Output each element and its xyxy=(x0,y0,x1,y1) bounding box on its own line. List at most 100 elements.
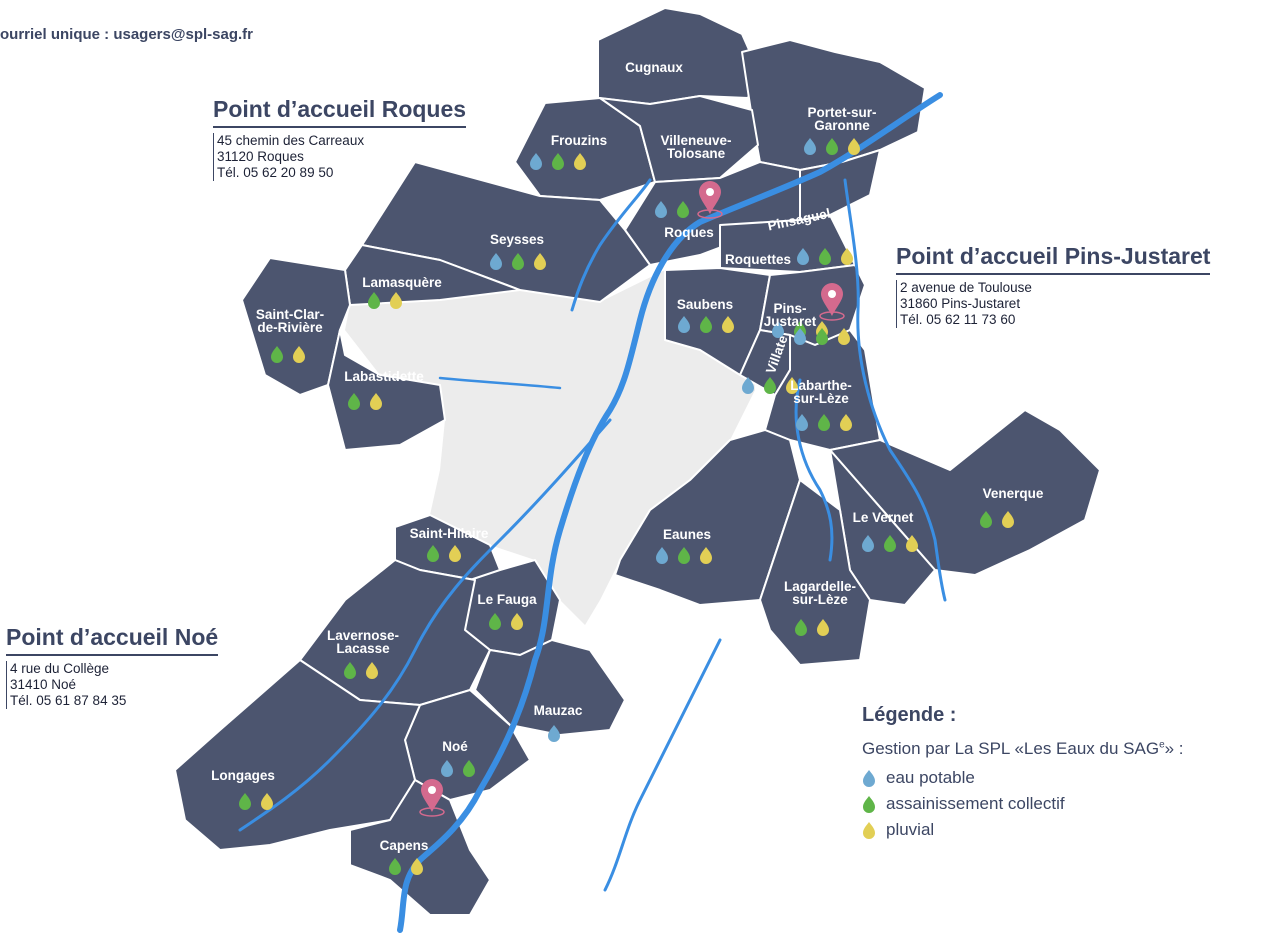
commune-label-saubens: Saubens xyxy=(677,297,733,312)
drop-icon xyxy=(390,292,402,309)
commune-venerque[interactable] xyxy=(829,409,1101,576)
drop-icon xyxy=(906,535,918,552)
drop-icon xyxy=(548,725,560,742)
location-pin-icon[interactable] xyxy=(697,181,723,219)
drop-icon xyxy=(764,377,776,394)
office-pins-phone[interactable]: Tél. 05 62 11 73 60 xyxy=(900,312,1016,327)
office-roques-phone[interactable]: Tél. 05 62 20 89 50 xyxy=(217,165,334,180)
commune-label-line: Capens xyxy=(380,838,429,853)
commune-label-line: Longages xyxy=(211,768,275,783)
drop-icon xyxy=(348,393,360,410)
drop-icon xyxy=(818,414,830,431)
drop-icon xyxy=(838,328,850,345)
drop-icon xyxy=(441,760,453,777)
commune-label-line: Garonne xyxy=(814,118,870,133)
office-roques-title: Point d’accueil Roques xyxy=(213,96,467,128)
commune-label-line: Mauzac xyxy=(534,703,583,718)
commune-label-le-vernet: Le Vernet xyxy=(853,510,914,525)
legend-label-eau: eau potable xyxy=(886,768,975,787)
office-pins-address-block: 2 avenue de Toulouse 31860 Pins-Justaret… xyxy=(896,280,1210,328)
commune-label-line: Labarthe- xyxy=(790,378,852,393)
drop-icon xyxy=(239,793,251,810)
drop-icon xyxy=(848,138,860,155)
legend-subtitle-sup: e xyxy=(1159,739,1165,751)
commune-label-frouzins: Frouzins xyxy=(551,133,607,148)
location-pin-icon[interactable] xyxy=(419,779,445,817)
drop-icon xyxy=(840,414,852,431)
commune-label-longages: Longages xyxy=(211,768,275,783)
commune-label-roquettes: Roquettes xyxy=(725,252,791,267)
drop-icon xyxy=(370,393,382,410)
drop-icon xyxy=(1002,511,1014,528)
drop-icon xyxy=(261,793,273,810)
location-pin-icon[interactable] xyxy=(819,283,845,321)
commune-label-line: Justaret xyxy=(764,314,817,329)
drop-icon xyxy=(552,153,564,170)
office-roques-city: 31120 Roques xyxy=(217,149,304,164)
commune-label-line: Tolosane xyxy=(667,146,726,161)
legend-subtitle: Gestion par La SPL «Les Eaux du SAGe» : xyxy=(862,739,1184,759)
drop-icon xyxy=(427,545,439,562)
commune-label-noe: Noé xyxy=(442,739,468,754)
river-network xyxy=(238,92,947,933)
commune-label-portet-sur-garonne: Portet-sur-Garonne xyxy=(807,105,876,133)
drop-icon xyxy=(512,253,524,270)
commune-label-roques: Roques xyxy=(664,225,714,240)
drop-icon xyxy=(490,253,502,270)
office-noe-title: Point d’accueil Noé xyxy=(6,624,219,656)
office-pins-title: Point d’accueil Pins-Justaret xyxy=(896,243,1211,275)
drop-icon xyxy=(368,292,380,309)
drop-icon xyxy=(489,613,501,630)
commune-label-line: Eaunes xyxy=(663,527,711,542)
legend-item-assainissement: assainissement collectif xyxy=(862,791,1184,817)
commune-lagardelle-sur-leze[interactable] xyxy=(759,479,871,666)
commune-label-line: Roquettes xyxy=(725,252,791,267)
commune-label-venerque: Venerque xyxy=(983,486,1044,501)
commune-label-mauzac: Mauzac xyxy=(534,703,583,718)
drop-icon xyxy=(534,253,546,270)
commune-villeneuve-tolosane[interactable] xyxy=(599,95,759,183)
drop-icon xyxy=(271,346,283,363)
drop-icon xyxy=(742,377,754,394)
drop-icon xyxy=(796,414,808,431)
commune-cugnaux[interactable] xyxy=(597,7,759,105)
outside-territory-area xyxy=(345,270,755,625)
drop-icon xyxy=(816,328,828,345)
commune-label-seysses: Seysses xyxy=(490,232,544,247)
drop-icon xyxy=(656,547,668,564)
commune-capens[interactable] xyxy=(349,779,491,916)
commune-label-pins-justaret: Pins-Justaret xyxy=(764,301,817,329)
drop-icon xyxy=(980,511,992,528)
commune-labastidette[interactable] xyxy=(327,329,446,451)
commune-label-line: sur-Lèze xyxy=(792,592,848,607)
office-noe-address-block: 4 rue du Collège 31410 Noé Tél. 05 61 87… xyxy=(6,661,218,709)
drop-icon xyxy=(700,316,712,333)
drop-icon xyxy=(293,346,305,363)
legend-item-pluvial: pluvial xyxy=(862,817,1184,843)
drop-icon xyxy=(722,316,734,333)
legend-title: Légende : xyxy=(862,704,957,726)
commune-label-lagardelle-sur-leze: Lagardelle-sur-Lèze xyxy=(784,579,856,607)
drop-icon xyxy=(841,248,853,265)
drop-icon xyxy=(863,822,875,839)
drop-icon xyxy=(449,545,461,562)
drop-icon xyxy=(826,138,838,155)
drop-icon xyxy=(366,662,378,679)
legend-item-eau: eau potable xyxy=(862,765,1184,791)
legend-subtitle-text: Gestion par La SPL «Les Eaux du SAG xyxy=(862,739,1160,758)
commune-label-cugnaux: Cugnaux xyxy=(625,60,683,75)
commune-label-line: Le Vernet xyxy=(853,510,914,525)
commune-label-line: Labastidette xyxy=(344,369,424,384)
commune-label-line: Lavernose- xyxy=(327,628,399,643)
east-stream xyxy=(603,638,722,892)
drop-icon xyxy=(797,248,809,265)
legend-label-pluvial: pluvial xyxy=(886,820,935,839)
office-noe-phone[interactable]: Tél. 05 61 87 84 35 xyxy=(10,693,127,708)
commune-label-villeneuve-tolosane: Villeneuve-Tolosane xyxy=(660,133,731,161)
drop-icon xyxy=(700,547,712,564)
drop-icon xyxy=(819,248,831,265)
office-pins-city: 31860 Pins-Justaret xyxy=(900,296,1021,311)
commune-label-labastidette: Labastidette xyxy=(344,369,424,384)
drop-icon xyxy=(389,858,401,875)
